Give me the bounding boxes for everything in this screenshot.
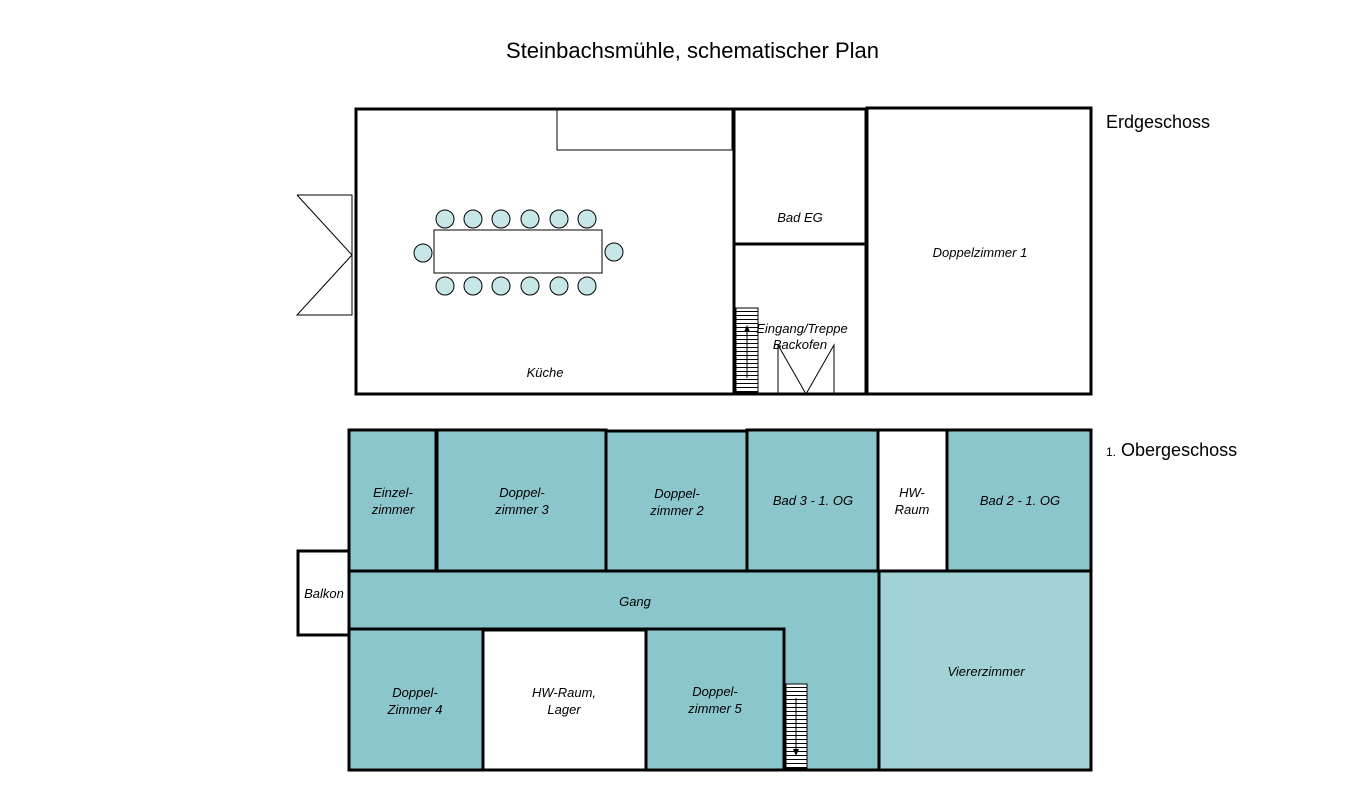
- room-einzelzimmer[interactable]: [347, 428, 438, 573]
- label-gang: Gang: [619, 594, 652, 609]
- entrance-door-symbol: [295, 194, 353, 316]
- room-doppelzimmer-4[interactable]: [347, 627, 485, 772]
- kitchen-counter: [556, 109, 733, 151]
- label-doppelzimmer-5-2: zimmer 5: [687, 701, 742, 716]
- room-viererzimmer[interactable]: [877, 569, 1093, 772]
- room-doppelzimmer-3[interactable]: [435, 428, 608, 573]
- plan-title: Steinbachsmühle, schematischer Plan: [506, 38, 879, 63]
- chair: [577, 276, 597, 296]
- room-hw-raum-lager[interactable]: [481, 628, 648, 772]
- room-bad-3[interactable]: [745, 428, 880, 573]
- chair: [549, 209, 569, 229]
- label-doppelzimmer-3-1: Doppel-: [499, 485, 545, 500]
- chair: [491, 209, 511, 229]
- chair: [604, 242, 624, 262]
- label-backofen: Backofen: [773, 337, 827, 352]
- label-doppelzimmer-1: Doppelzimmer 1: [933, 245, 1028, 260]
- label-hw-raum-lager-2: Lager: [547, 702, 581, 717]
- chair: [463, 209, 483, 229]
- label-bad-2: Bad 2 - 1. OG: [980, 493, 1060, 508]
- label-doppelzimmer-4-1: Doppel-: [392, 685, 438, 700]
- room-doppelzimmer-1[interactable]: [865, 106, 1093, 396]
- label-einzelzimmer-2: zimmer: [371, 502, 415, 517]
- chair: [520, 276, 540, 296]
- ground-floor: Küche Bad EG Eingang/Treppe Backofen Dop…: [295, 106, 1093, 396]
- floor-label-obergeschoss: 1. Obergeschoss: [1106, 440, 1237, 461]
- floor-label-erdgeschoss: Erdgeschoss: [1106, 112, 1211, 132]
- label-hw-raum-lager-1: HW-Raum,: [532, 685, 596, 700]
- room-balkon[interactable]: [296, 549, 351, 637]
- label-hw-raum-1: HW-: [899, 485, 925, 500]
- room-doppelzimmer-5[interactable]: [644, 627, 786, 772]
- stairs-arrow-up: [744, 325, 750, 332]
- label-balkon: Balkon: [304, 586, 344, 601]
- label-doppelzimmer-3-2: zimmer 3: [494, 502, 549, 517]
- label-hw-raum-2: Raum: [895, 502, 930, 517]
- label-viererzimmer: Viererzimmer: [947, 664, 1025, 679]
- upper-floor: Einzel- zimmer Doppel- zimmer 3 Doppel- …: [296, 428, 1093, 772]
- label-doppelzimmer-2-2: zimmer 2: [649, 503, 704, 518]
- chair: [463, 276, 483, 296]
- chair: [435, 209, 455, 229]
- label-bad-eg: Bad EG: [777, 210, 823, 225]
- chair: [413, 243, 433, 263]
- stairs-arrow-down: [793, 749, 799, 756]
- label-doppelzimmer-2-1: Doppel-: [654, 486, 700, 501]
- room-bad-2[interactable]: [945, 428, 1093, 573]
- floor-label-prefix: 1.: [1106, 445, 1117, 459]
- label-doppelzimmer-4-2: Zimmer 4: [387, 702, 443, 717]
- chairs: [413, 209, 624, 296]
- chair: [549, 276, 569, 296]
- backofen-symbol: [777, 343, 835, 395]
- label-einzelzimmer-1: Einzel-: [373, 485, 413, 500]
- room-doppelzimmer-2[interactable]: [604, 429, 749, 573]
- label-doppelzimmer-5-1: Doppel-: [692, 684, 738, 699]
- label-eingang-treppe: Eingang/Treppe: [756, 321, 848, 336]
- chair: [435, 276, 455, 296]
- room-hw-raum[interactable]: [876, 428, 949, 573]
- label-kueche: Küche: [527, 365, 564, 380]
- chair: [520, 209, 540, 229]
- room-bad-eg[interactable]: [732, 107, 868, 246]
- floor-label-text: Obergeschoss: [1121, 440, 1238, 460]
- chair: [491, 276, 511, 296]
- chair: [577, 209, 597, 229]
- label-bad-3: Bad 3 - 1. OG: [773, 493, 853, 508]
- dining-table: [433, 229, 603, 274]
